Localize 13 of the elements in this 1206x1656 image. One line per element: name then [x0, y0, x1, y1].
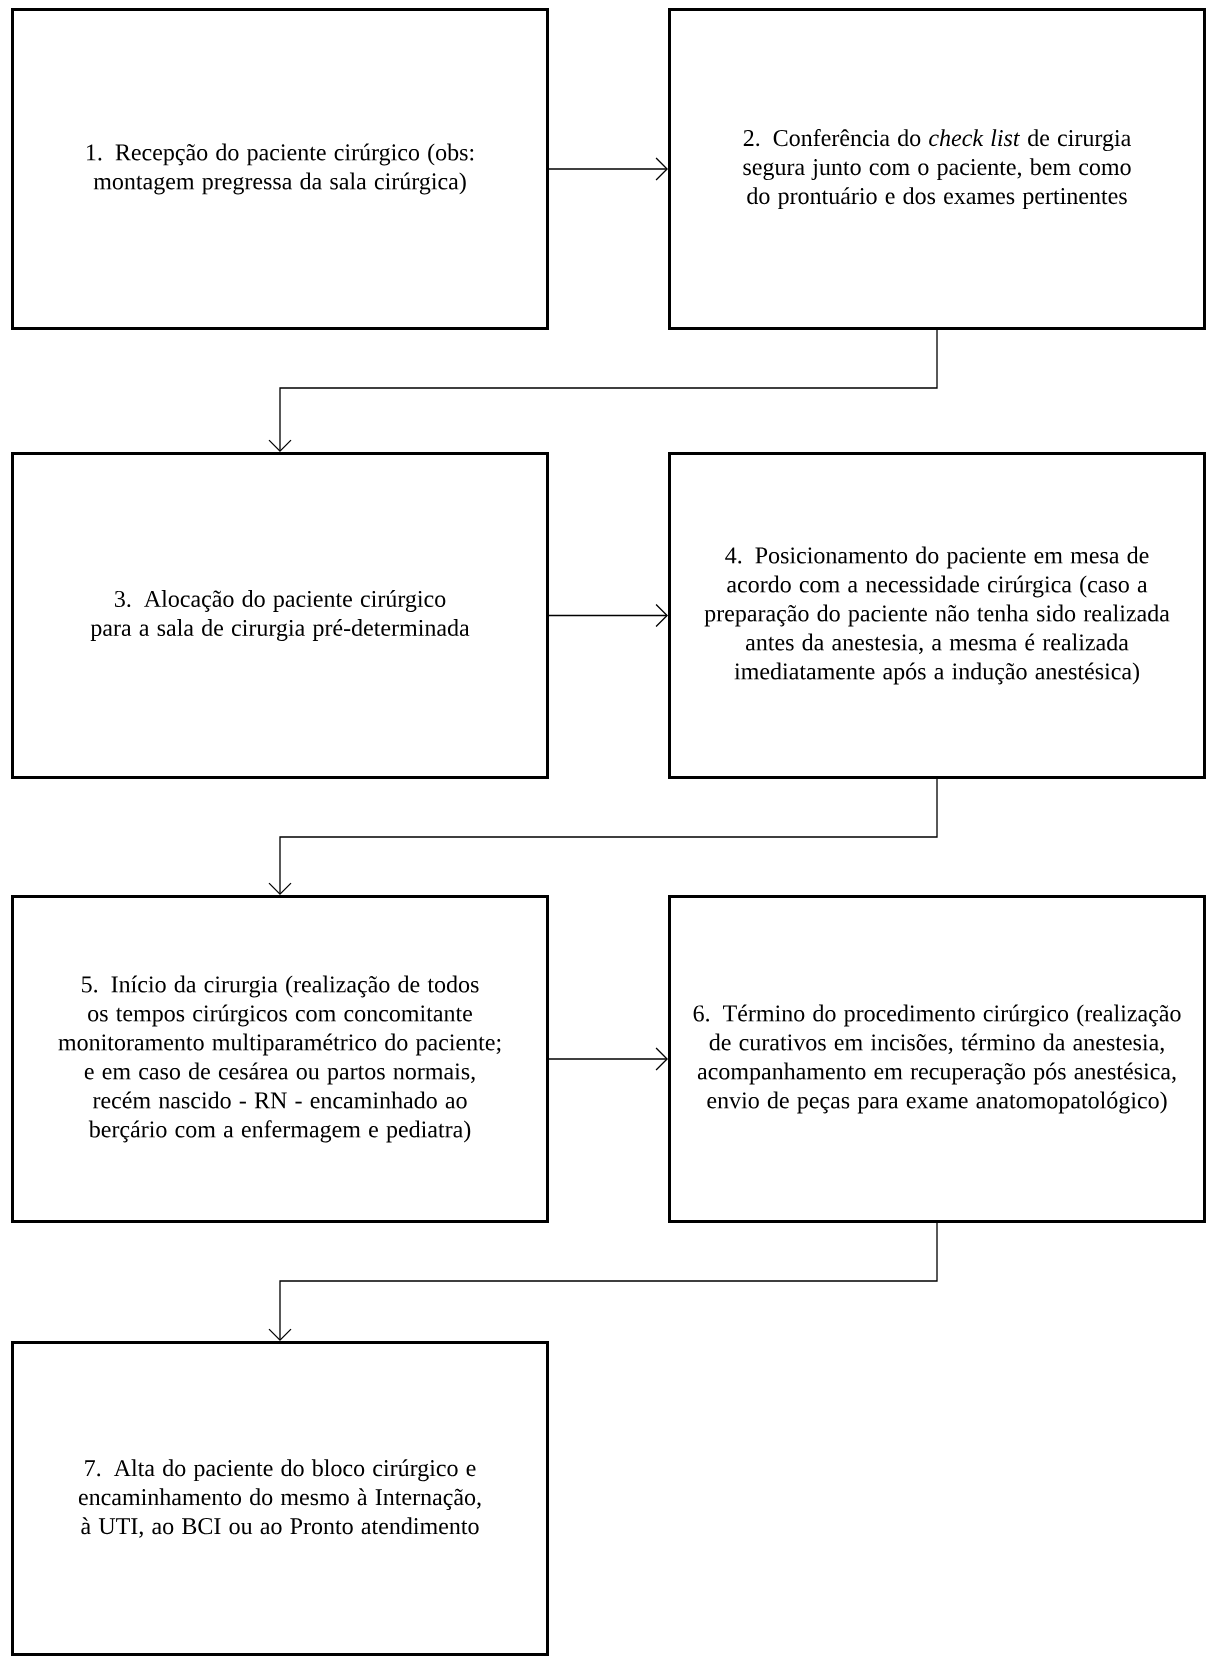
process-box: 3. Alocação do paciente cirúrgico para a sala de cirurgia pré-determinada	[11, 452, 549, 779]
arrow	[548, 1047, 668, 1071]
arrow	[268, 1222, 938, 1341]
process-box: 7. Alta do paciente do bloco cirúrgico e encaminhamento do mesmo à Internação, à UTI, ao BCI ou ao Pronto atendimento	[11, 1341, 549, 1656]
arrow	[548, 157, 668, 181]
arrow	[268, 778, 938, 895]
arrow	[268, 329, 938, 452]
process-box: 2. Conferência do check list de cirurgia segura junto com o paciente, bem como do prontuário e dos exames pertinentes	[668, 8, 1206, 330]
arrow	[548, 603, 668, 628]
process-box: 6. Término do procedimento cirúrgico (realização de curativos em incisões, término da anestesia, acompanhamento em recuperação pós anestésica, envio de peças para exame anatomopatológico)	[668, 895, 1206, 1223]
process-box: 1. Recepção do paciente cirúrgico (obs: montagem pregressa da sala cirúrgica)	[11, 8, 549, 330]
process-box: 4. Posicionamento do paciente em mesa de acordo com a necessidade cirúrgica (caso a preparação do paciente não tenha sido realizada antes da anestesia, a mesma é realizada imediatamente após a indução anestésica)	[668, 452, 1206, 779]
process-box: 5. Início da cirurgia (realização de todos os tempos cirúrgicos com concomitante monitoramento multiparamétrico do paciente; e em caso de cesárea ou partos normais, recém nascido - RN - encaminhado ao berçário com a enfermagem e pediatra)	[11, 895, 549, 1223]
